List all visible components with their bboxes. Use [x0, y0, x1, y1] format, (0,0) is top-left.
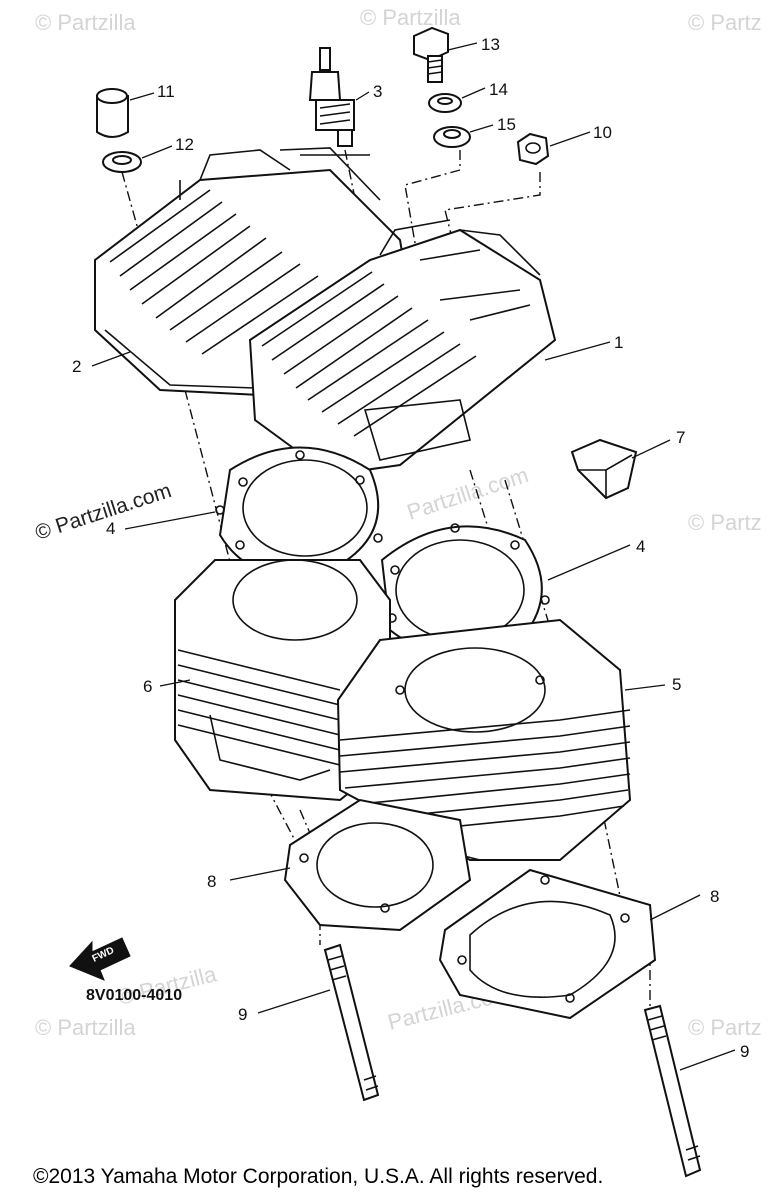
callout-15: 15: [497, 115, 516, 134]
front-arrow-icon: FWD: [69, 937, 131, 981]
damper-7: [570, 438, 638, 500]
spark-plug-3: [308, 47, 355, 147]
base-gasket-8-rear: [283, 798, 472, 932]
callout-4: 4: [636, 537, 645, 556]
watermark: © Partz: [688, 510, 762, 535]
callout-4: 4: [106, 519, 115, 538]
callout-12: 12: [175, 135, 194, 154]
cylinder-5: [336, 618, 632, 861]
callout-11: 11: [157, 82, 175, 101]
callout-8: 8: [710, 887, 719, 906]
washer-12: [102, 151, 142, 173]
callout-7: 7: [676, 428, 685, 447]
callout-6: 6: [143, 677, 152, 696]
watermark: © Partzilla: [360, 5, 461, 30]
washer-15: [433, 126, 471, 148]
stud-9-right: [643, 1004, 702, 1178]
callout-numbers: 1 2 3 4 4 5 6 7 8 8 9 9 10 11 12 13 14 1…: [72, 35, 749, 1061]
washer-14: [428, 93, 462, 113]
collar-11: [96, 88, 129, 138]
cylinder-head-1: [248, 219, 557, 477]
callout-13: 13: [481, 35, 500, 54]
watermark: © Partz: [688, 10, 762, 35]
copyright-notice: ©2013 Yamaha Motor Corporation, U.S.A. A…: [33, 1165, 604, 1188]
callout-10: 10: [593, 123, 612, 142]
watermark: © Partz: [688, 1015, 762, 1040]
callout-2: 2: [72, 357, 81, 376]
callout-1: 1: [614, 333, 623, 352]
callout-9: 9: [238, 1005, 247, 1024]
nut-10: [516, 132, 550, 166]
watermark: © Partzilla.com: [32, 479, 174, 545]
watermark: © Partzilla: [35, 10, 136, 35]
callout-9: 9: [740, 1042, 749, 1061]
watermark: Partzilla.com: [404, 462, 531, 525]
bolt-13: [413, 26, 449, 83]
leader-lines: [91, 42, 736, 1071]
callout-8: 8: [207, 872, 216, 891]
diagram-code: 8V0100-4010: [86, 987, 182, 1004]
stud-9-left: [323, 943, 380, 1102]
callout-14: 14: [489, 80, 508, 99]
base-gasket-8-front: [438, 868, 657, 1020]
watermark: © Partzilla: [35, 1015, 136, 1040]
head-gasket-4-rear: [215, 446, 383, 578]
callout-3: 3: [373, 82, 382, 101]
callout-5: 5: [672, 675, 681, 694]
